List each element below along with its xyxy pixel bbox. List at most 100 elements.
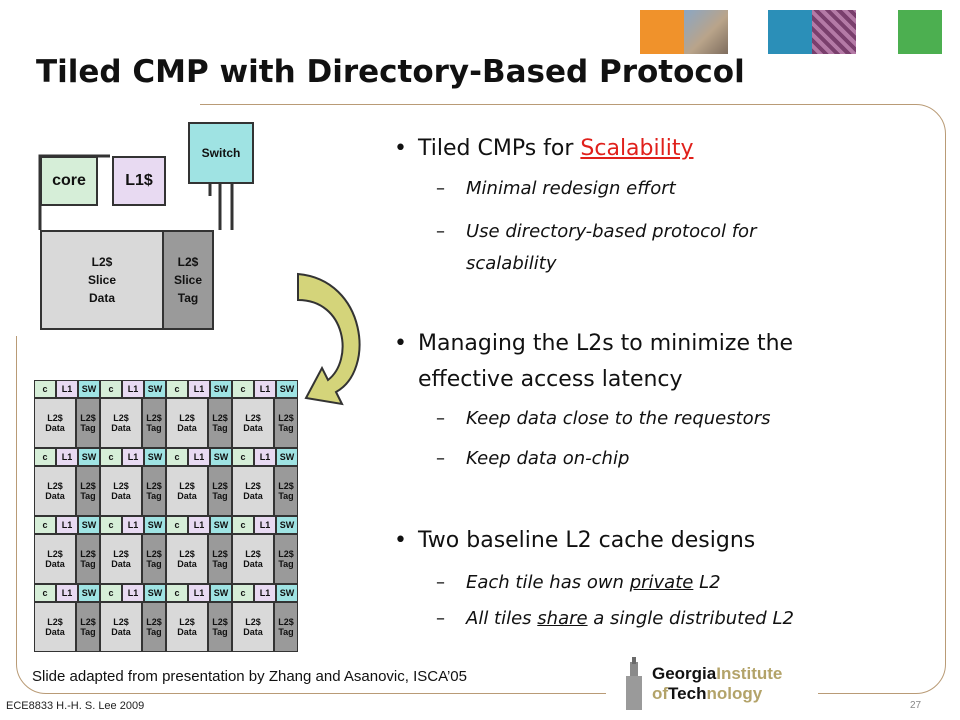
georgia-tech-logo: GeorgiaInstitute ofTechnology [606,656,818,712]
grid-l2-tag-cell: L2$Tag [76,398,100,448]
grid-core-cell: c [232,380,254,398]
core-box: core [40,156,98,206]
grid-core-cell: c [232,516,254,534]
grid-core-cell: c [34,448,56,466]
grid-l1-cell: L1 [188,584,210,602]
bullet-dot-icon: • [394,331,407,356]
course-footer: ECE8833 H.-H. S. Lee 2009 [6,700,145,712]
grid-core-cell: c [166,380,188,398]
grid-core-cell: c [166,584,188,602]
grid-l2-data-cell: L2$Data [34,602,76,652]
grid-l2-data-cell: L2$Data [166,398,208,448]
grid-l2-data-cell: L2$Data [166,534,208,584]
grid-l1-cell: L1 [56,516,78,534]
grid-core-cell: c [100,380,122,398]
bullet-1: •Tiled CMPs for Scalability [394,136,694,161]
grid-core-cell: c [34,584,56,602]
grid-core-cell: c [166,516,188,534]
grid-switch-cell: SW [78,584,100,602]
sub-bullet-1-1: –Minimal redesign effort [436,178,676,199]
grid-switch-cell: SW [210,380,232,398]
grid-l2-data-cell: L2$Data [166,602,208,652]
grid-l2-data-cell: L2$Data [232,534,274,584]
slide-title: Tiled CMP with Directory-Based Protocol [36,54,745,90]
grid-switch-cell: SW [78,516,100,534]
grid-l1-cell: L1 [122,516,144,534]
grid-switch-cell: SW [144,448,166,466]
sub-bullet-3-2: –All tiles share a single distributed L2 [436,608,794,629]
grid-l1-cell: L1 [254,380,276,398]
grid-l1-cell: L1 [188,516,210,534]
l2-slice-data-box: L2$ Slice Data [40,230,164,330]
grid-l2-tag-cell: L2$Tag [208,602,232,652]
bullet-2: •Managing the L2s to minimize the effect… [394,326,793,398]
grid-l2-data-cell: L2$Data [100,602,142,652]
grid-l1-cell: L1 [56,380,78,398]
grid-core-cell: c [100,584,122,602]
orange-square [640,10,684,54]
grid-l2-data-cell: L2$Data [232,466,274,516]
grid-l2-tag-cell: L2$Tag [142,534,166,584]
grid-l2-tag-cell: L2$Tag [76,466,100,516]
grid-l1-cell: L1 [188,380,210,398]
grid-core-cell: c [34,516,56,534]
grid-switch-cell: SW [210,584,232,602]
grid-core-cell: c [232,448,254,466]
grid-l2-data-cell: L2$Data [100,466,142,516]
grid-core-cell: c [100,516,122,534]
l1-cache-box: L1$ [112,156,166,206]
grid-switch-cell: SW [210,516,232,534]
grid-switch-cell: SW [276,448,298,466]
grid-l1-cell: L1 [122,380,144,398]
tech-tower-icon [626,657,642,710]
scalability-link[interactable]: Scalability [580,136,694,161]
grid-switch-cell: SW [144,380,166,398]
grid-l2-tag-cell: L2$Tag [274,534,298,584]
grid-switch-cell: SW [78,448,100,466]
grid-switch-cell: SW [276,380,298,398]
grid-switch-cell: SW [144,584,166,602]
grid-l2-tag-cell: L2$Tag [208,398,232,448]
grid-switch-cell: SW [144,516,166,534]
page-number: 27 [910,700,922,711]
sub-bullet-2-2: –Keep data on-chip [436,448,630,469]
grid-l2-tag-cell: L2$Tag [208,534,232,584]
grid-l2-tag-cell: L2$Tag [142,602,166,652]
grid-l2-data-cell: L2$Data [34,398,76,448]
content-frame [16,104,946,694]
grid-l2-tag-cell: L2$Tag [274,466,298,516]
l2-slice-tag-box: L2$ Slice Tag [162,230,214,330]
grid-core-cell: c [100,448,122,466]
grid-l2-tag-cell: L2$Tag [274,398,298,448]
grid-l1-cell: L1 [254,516,276,534]
switch-box: Switch [188,122,254,184]
grid-core-cell: c [166,448,188,466]
grid-switch-cell: SW [276,516,298,534]
grid-core-cell: c [34,380,56,398]
green-square [898,10,942,54]
grid-l2-tag-cell: L2$Tag [142,398,166,448]
campus-photo [684,10,728,54]
grid-l2-tag-cell: L2$Tag [208,466,232,516]
grid-l1-cell: L1 [56,448,78,466]
grid-l2-data-cell: L2$Data [100,534,142,584]
grid-l1-cell: L1 [254,448,276,466]
grid-l2-tag-cell: L2$Tag [274,602,298,652]
grid-l2-tag-cell: L2$Tag [76,534,100,584]
blue-square [768,10,812,54]
grid-l2-data-cell: L2$Data [34,534,76,584]
bullet-3: •Two baseline L2 cache designs [394,528,756,553]
grid-l2-data-cell: L2$Data [100,398,142,448]
